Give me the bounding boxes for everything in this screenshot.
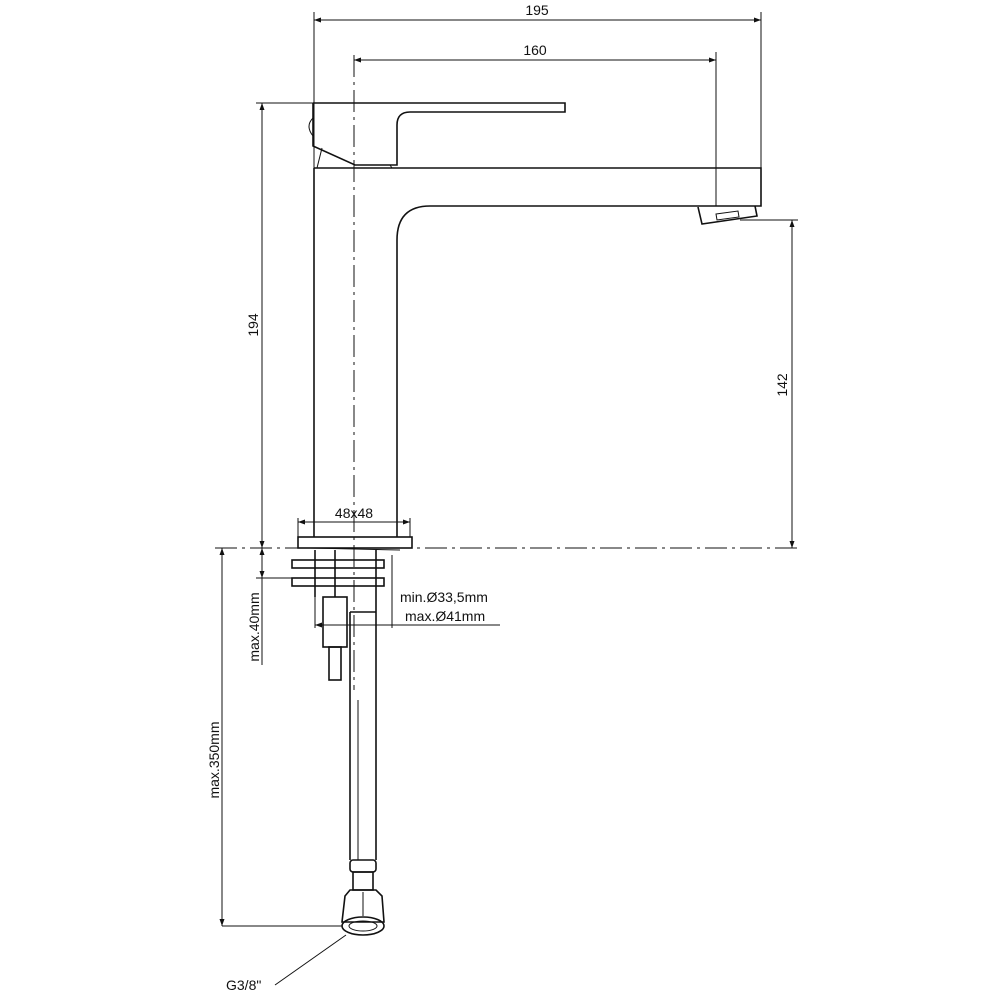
dim-195: 195 — [313, 2, 762, 168]
dim-195-label: 195 — [525, 2, 549, 18]
dim-48x48-label: 48x48 — [335, 505, 373, 521]
dim-hole-max-label: max.Ø41mm — [405, 608, 485, 624]
aerator — [697, 205, 758, 225]
faucet-body — [297, 167, 762, 551]
dim-hole: min.Ø33,5mm max.Ø41mm — [314, 555, 500, 628]
dim-max350: max.350mm — [206, 548, 342, 927]
dim-hole-min-label: min.Ø33,5mm — [400, 589, 488, 605]
dim-142-label: 142 — [774, 373, 790, 397]
dim-142: 142 — [740, 219, 798, 548]
dim-48x48: 48x48 — [297, 505, 411, 537]
connection-label: G3/8" — [226, 977, 261, 993]
mounting-kit — [291, 550, 385, 860]
dim-max350-label: max.350mm — [206, 721, 222, 798]
dim-194-label: 194 — [245, 313, 261, 337]
connection-callout: G3/8" — [226, 934, 347, 993]
hose-fitting — [341, 859, 385, 936]
dim-max40-label: max.40mm — [246, 592, 262, 661]
dim-160: 160 — [354, 42, 717, 206]
dim-max40: max.40mm — [246, 548, 292, 665]
dim-160-label: 160 — [523, 42, 547, 58]
handle-lever — [308, 102, 566, 169]
dim-194: 194 — [245, 102, 313, 548]
